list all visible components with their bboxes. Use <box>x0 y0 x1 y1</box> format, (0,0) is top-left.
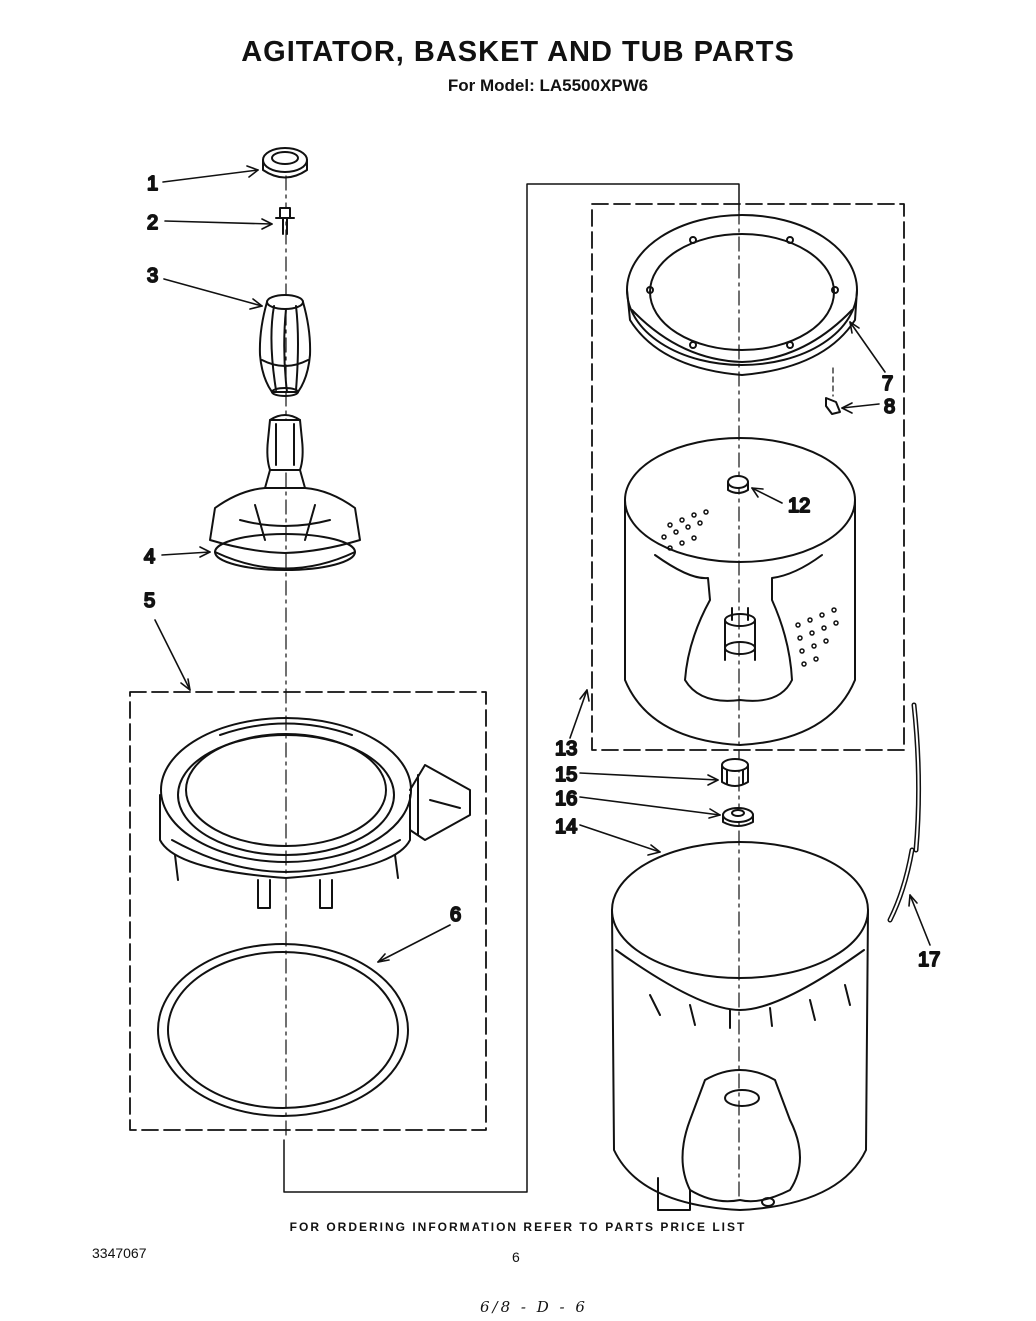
basket-ring-group-box <box>129 691 487 1131</box>
group-connector-line <box>283 183 740 1193</box>
callout-17: 17 <box>918 949 940 971</box>
callout-14: 14 <box>555 816 577 838</box>
callout-4: 4 <box>144 546 155 568</box>
leader-lines <box>154 165 931 963</box>
seal-part <box>722 807 754 827</box>
ordering-note: FOR ORDERING INFORMATION REFER TO PARTS … <box>289 1220 747 1234</box>
callout-7: 7 <box>882 373 893 395</box>
callout-15: 15 <box>555 764 577 786</box>
tub-part <box>611 841 869 1211</box>
callout-6: 6 <box>450 904 461 926</box>
basket-perforations <box>661 509 839 667</box>
basket-group-box <box>591 203 905 751</box>
callout-16: 16 <box>555 788 577 810</box>
seal-ring-part <box>157 943 409 1117</box>
document-number: 3347067 <box>92 1245 147 1261</box>
model-subtitle: For Model: LA5500XPW6 <box>447 76 649 95</box>
agitator-cap-part <box>262 147 308 179</box>
balance-ring-part <box>626 214 858 376</box>
callout-8: 8 <box>884 396 895 418</box>
handwritten-note: 6/8 - D - 6 <box>480 1298 588 1316</box>
clip-part <box>825 367 841 415</box>
basket-part <box>624 437 856 746</box>
callout-3: 3 <box>147 265 158 287</box>
agitator-bolt-part <box>275 207 295 235</box>
basket-rim-part <box>159 717 471 909</box>
callout-2: 2 <box>147 212 158 234</box>
callout-1: 1 <box>147 173 158 195</box>
callout-12: 12 <box>788 495 810 517</box>
hose-part <box>887 702 922 923</box>
page-title: AGITATOR, BASKET AND TUB PARTS <box>241 36 795 68</box>
hub-part <box>721 758 749 787</box>
callout-5: 5 <box>144 590 155 612</box>
agitator-base-part <box>209 414 361 571</box>
page-number: 6 <box>512 1249 520 1265</box>
agitator-auger-part <box>258 294 312 397</box>
basket-nut-part <box>727 475 749 494</box>
callout-13: 13 <box>555 738 577 760</box>
